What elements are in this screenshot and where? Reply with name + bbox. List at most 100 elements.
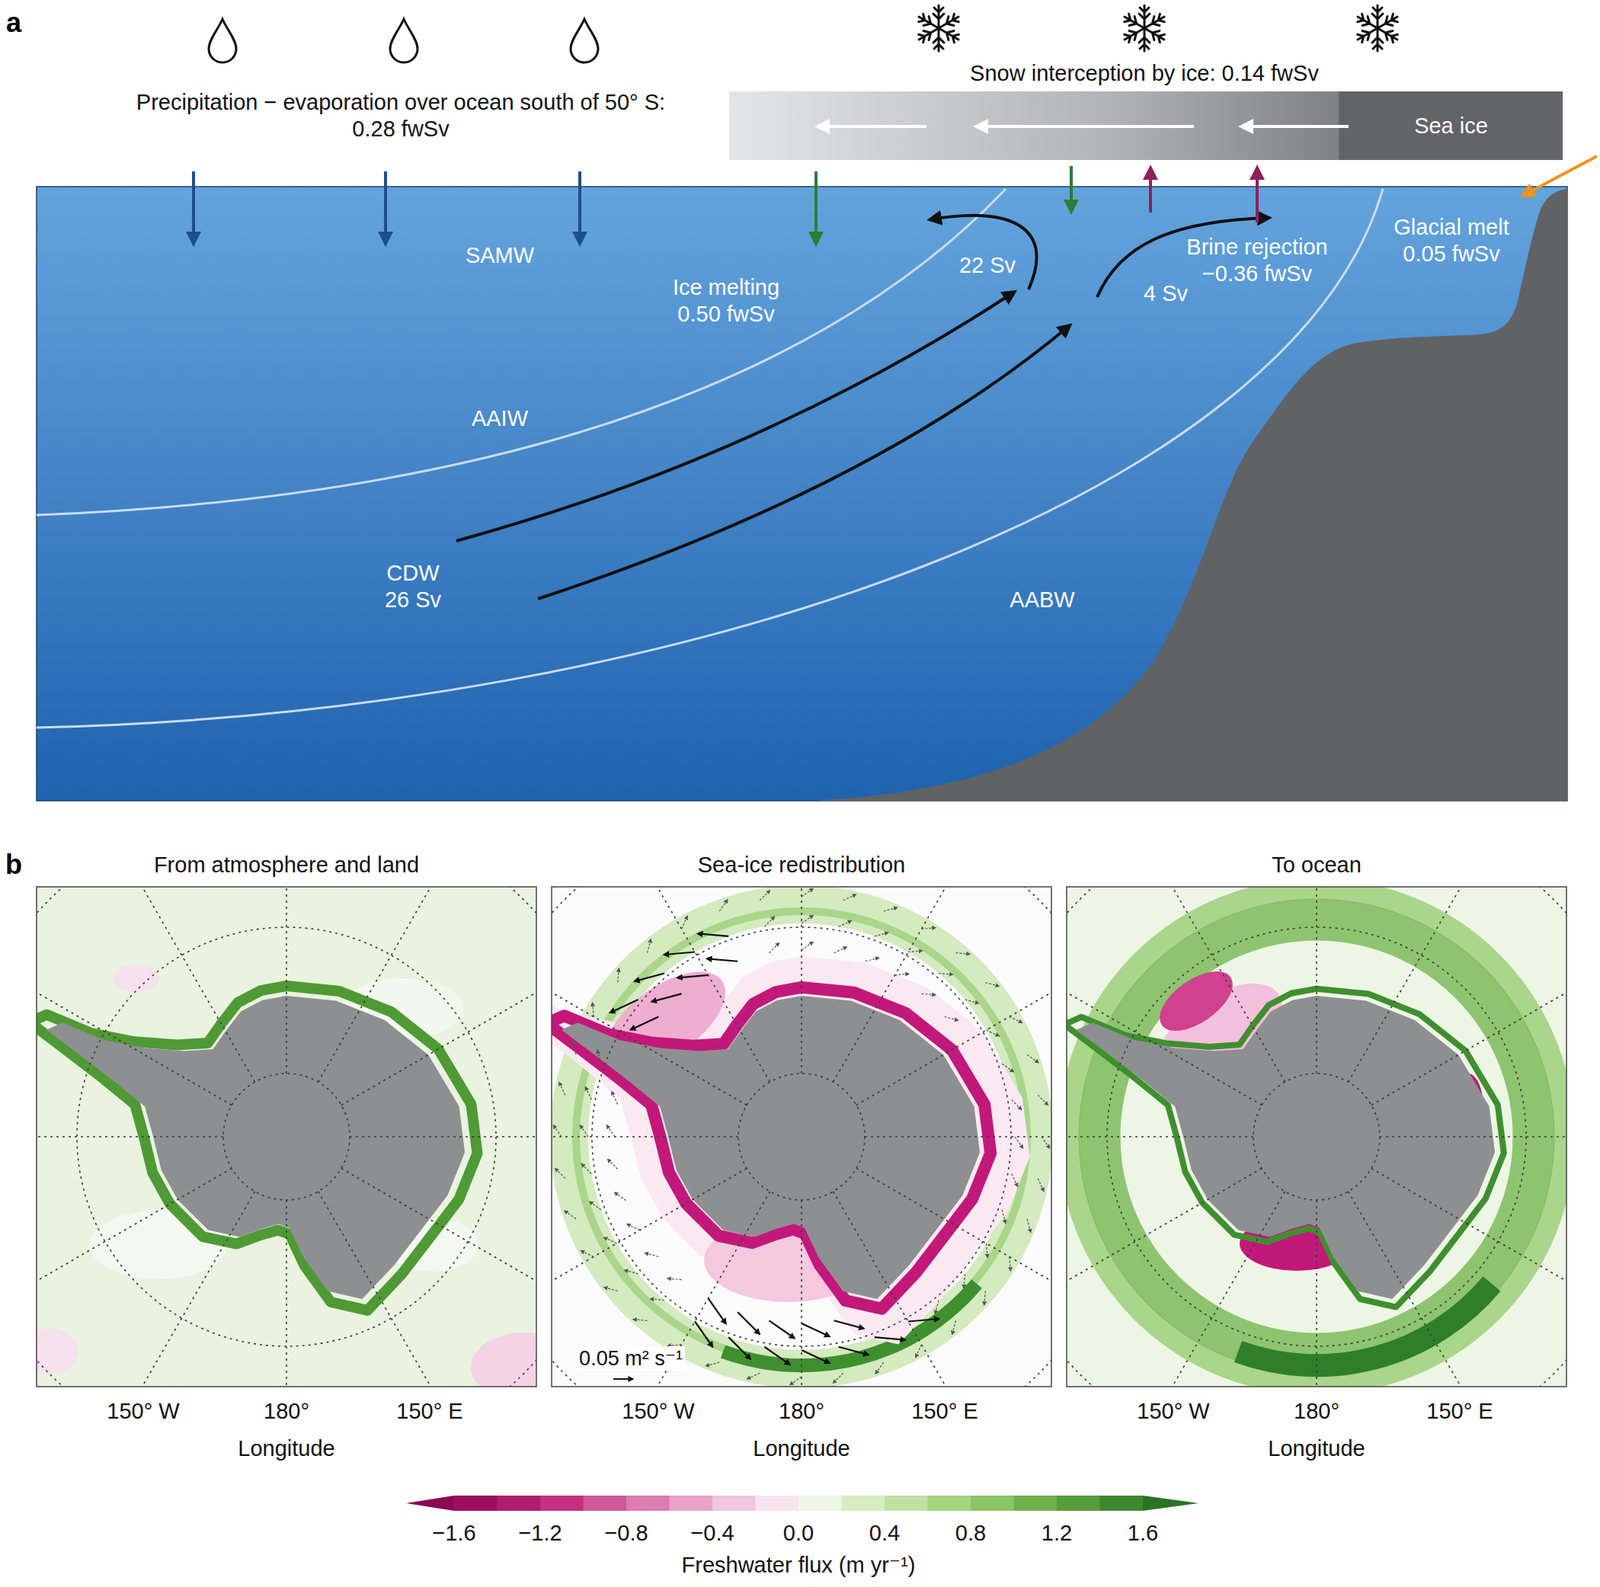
colorbar xyxy=(406,1495,1199,1511)
antarctica xyxy=(561,995,980,1300)
precipitation-arrow xyxy=(192,171,196,243)
map-frame xyxy=(551,886,1052,1387)
longitude-line xyxy=(1315,886,1318,1074)
longitude-line xyxy=(1066,953,1262,1106)
ice-drift-vector xyxy=(764,917,775,928)
ice-drift-vector xyxy=(553,1125,562,1137)
melt-arrow xyxy=(1069,166,1073,211)
longitude-line xyxy=(341,953,537,1106)
colorbar-extension xyxy=(1142,1495,1199,1511)
longitude-line xyxy=(285,1200,288,1387)
map-grid xyxy=(36,886,537,1387)
precipitation-arrow xyxy=(384,171,388,243)
colorbar-bin xyxy=(454,1495,498,1511)
longitude-line xyxy=(349,1136,537,1138)
ice-drift-vector xyxy=(1037,1094,1048,1105)
colorbar-bin xyxy=(497,1495,541,1511)
circulation-arrow xyxy=(456,292,1014,541)
longitude-line xyxy=(864,1136,1052,1138)
longitude-line xyxy=(551,1136,739,1138)
longitude-line xyxy=(1371,953,1567,1106)
colorbar-tick: −0.8 xyxy=(604,1520,648,1547)
ice-drift-vector xyxy=(678,975,709,978)
ice-drift-vector xyxy=(834,1320,864,1328)
ice-drift-vector xyxy=(634,973,665,982)
ice-drift-vector xyxy=(707,958,738,961)
vector-scale-label: 0.05 m² s⁻¹ xyxy=(576,1346,685,1371)
longitude-line xyxy=(36,1168,232,1321)
snowflake xyxy=(1122,5,1168,52)
rain-drop xyxy=(390,19,418,63)
ice-drift-vector xyxy=(1027,1219,1031,1232)
longitude-line xyxy=(1133,1191,1286,1387)
map-frame xyxy=(36,886,537,1387)
ice-drift-vector xyxy=(952,1320,957,1334)
ice-drift-vector xyxy=(838,1347,869,1355)
longitude-line xyxy=(318,1191,471,1387)
ice-drift-vector xyxy=(895,973,909,976)
ice-drift-vector xyxy=(834,947,847,954)
ice-drift-vector xyxy=(597,1050,602,1064)
ice-drift-vector xyxy=(874,932,888,937)
longitude-line xyxy=(833,886,986,1082)
brine-arrow xyxy=(1148,169,1152,213)
ice-drift-vector xyxy=(908,1318,939,1322)
glacial-melt-arrow xyxy=(1523,156,1597,196)
continental-shelf xyxy=(816,188,1568,801)
ice-drift-vector xyxy=(915,1344,922,1357)
flux-field xyxy=(470,1332,537,1387)
ice-drift-vector xyxy=(921,993,935,996)
ice-drift-vector xyxy=(1041,1136,1050,1149)
snowflake xyxy=(916,5,962,52)
ice-drift-vector xyxy=(801,889,813,897)
longitude-line xyxy=(833,1191,986,1387)
ice-drift-vector xyxy=(921,928,936,930)
ice-drift-vector xyxy=(697,933,729,936)
water-mass-label: AAIW xyxy=(471,405,528,432)
colorbar-tick: −1.6 xyxy=(432,1520,476,1547)
ice-drift-vector xyxy=(607,1125,615,1137)
ice-drift-vector xyxy=(668,1278,682,1280)
ice-drift-vector xyxy=(764,1347,790,1365)
flux-field xyxy=(112,964,159,992)
longitude-line xyxy=(800,886,803,1074)
rain-drop xyxy=(208,19,237,63)
ice-drift-vector xyxy=(650,1299,665,1301)
longitude-line xyxy=(36,953,232,1106)
ice-drift-vector xyxy=(1011,1174,1018,1187)
circulation-arrow xyxy=(537,326,1069,599)
flux-annotation: Ice melting 0.50 fwSv xyxy=(661,274,792,328)
colorbar-bin xyxy=(626,1495,670,1511)
ice-drift-vector xyxy=(611,1091,618,1104)
longitude-line xyxy=(341,1168,537,1321)
colorbar-tick: 0.8 xyxy=(955,1520,986,1547)
axis-tick-label: 180° xyxy=(1293,1398,1340,1425)
flux-annotation: Precipitation − evaporation over ocean s… xyxy=(121,89,682,143)
longitude-line xyxy=(1371,1168,1567,1321)
latitude-circle xyxy=(1253,1073,1380,1200)
ocean-section xyxy=(36,186,1568,801)
ice-drift-vector xyxy=(801,915,813,924)
ice-drift-arrow xyxy=(977,124,1194,128)
longitude-line xyxy=(1348,886,1501,1082)
longitude-line xyxy=(551,1168,747,1321)
longitude-line xyxy=(1066,1168,1262,1321)
polar-map xyxy=(435,771,1168,1503)
polar-map xyxy=(950,771,1600,1503)
transport-label: 22 Sv xyxy=(959,252,1016,279)
ice-drift-vector xyxy=(728,1337,750,1359)
latitude-circle xyxy=(76,927,496,1347)
ice-drift-vector xyxy=(801,1350,829,1364)
ice-drift-vector xyxy=(627,1224,640,1231)
flux-field xyxy=(1149,960,1243,1044)
ice-drift-vector xyxy=(564,1210,576,1219)
sea-ice-bar: Sea ice xyxy=(729,91,1563,160)
map-title: To ocean xyxy=(1271,851,1362,879)
colorbar-bin xyxy=(540,1495,584,1511)
longitude-line xyxy=(36,1136,224,1138)
rain-drop xyxy=(570,19,599,63)
colorbar-tick: 0.4 xyxy=(869,1520,900,1547)
ice-drift-vector xyxy=(555,1168,566,1179)
